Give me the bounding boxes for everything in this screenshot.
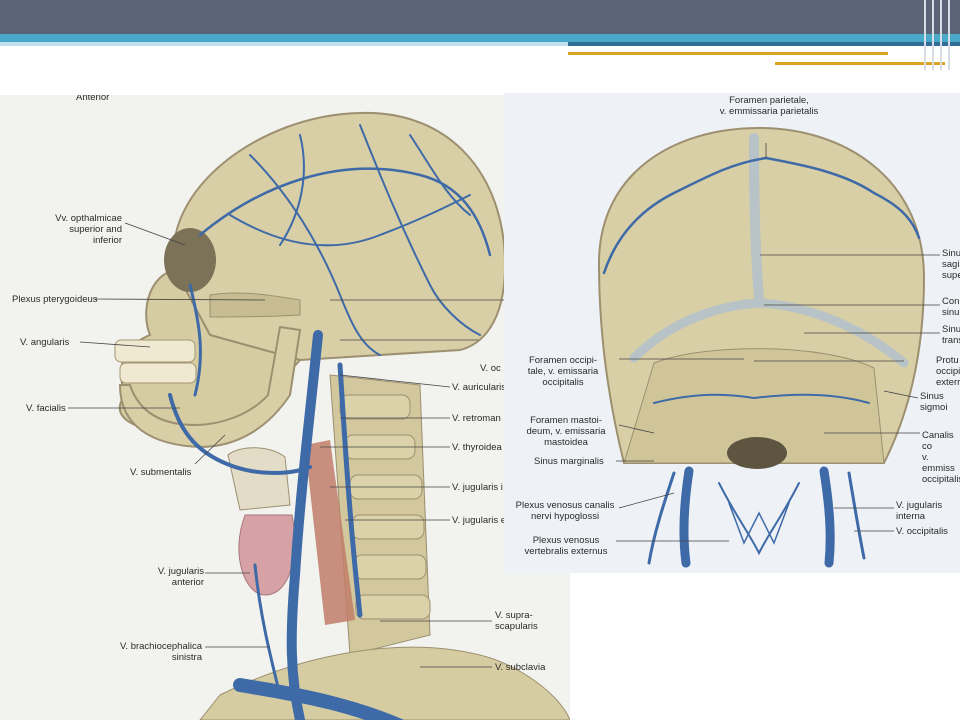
label-v-angularis: V. angularis <box>20 337 70 348</box>
header-stripe-blue <box>0 34 960 42</box>
veins <box>168 124 492 720</box>
header-stripe-gold-2 <box>775 62 945 65</box>
header-stripe-gold-1 <box>568 52 888 55</box>
label-sinus-sigmoideus: Sinus sigmoi <box>920 391 948 413</box>
label-sinus-marginalis: Sinus marginalis <box>534 456 604 467</box>
corner-label-anterior: Anterior <box>76 95 110 103</box>
label-v-occipitalis: V. oc <box>480 363 501 374</box>
label-foramen-parietale: Foramen parietale, v. emmissaria parieta… <box>719 95 819 117</box>
slide-header-bar <box>0 0 960 34</box>
label-canalis-condylaris: Canalis co v. emmiss occipitalis <box>922 430 960 485</box>
label-sinus-transversus: Sinus trans <box>942 324 960 346</box>
label-sinus-sagittalis: Sinus sagi supe <box>942 248 960 281</box>
label-v-facialis: V. facialis <box>26 403 66 414</box>
label-v-jugularis-externa: V. jugularis e <box>452 515 507 526</box>
lateral-head-neck-veins-figure: Anterior Vv. opthalmicae superior and in… <box>0 95 570 720</box>
label-protuberantia: Protu occipi exterr <box>936 355 960 388</box>
occipital-bone <box>623 348 885 464</box>
larynx <box>227 447 291 511</box>
label-v-submentalis: V. submentalis <box>130 467 192 478</box>
zygomatic-arch <box>209 292 301 318</box>
label-v-retromandibularis: V. retroman <box>452 413 501 424</box>
foramen-magnum <box>727 437 787 469</box>
header-stripe-light <box>0 42 570 46</box>
sternocleidomastoid-muscle <box>305 440 355 625</box>
label-plexus-vertebralis: Plexus venosus vertebralis externus <box>524 535 608 557</box>
lateral-skull-illustration <box>68 111 570 720</box>
label-v-auricularis: V. auricularis <box>452 382 507 393</box>
label-v-jugularis-interna-posterior: V. jugularis interna <box>896 500 943 522</box>
header-decor-lines <box>920 0 960 70</box>
label-v-brachiocephalica: V. brachiocephalica sinistra <box>119 641 202 663</box>
label-v-jugularis-interna: V. jugularis i <box>452 482 503 493</box>
label-v-occipitalis-posterior: V. occipitalis <box>896 526 948 537</box>
orbit <box>164 228 216 292</box>
label-v-thyroidea: V. thyroidea <box>452 442 502 453</box>
label-foramen-mastoideum: Foramen mastoi- deum, v. emissaria masto… <box>526 415 606 448</box>
label-plexus-canalis: Plexus venosus canalis nervi hypoglossi <box>515 500 615 522</box>
label-v-suprascapularis: V. supra- scapularis <box>495 610 538 632</box>
upper-teeth <box>114 339 196 363</box>
posterior-skull-illustration <box>597 126 940 568</box>
veins <box>602 156 921 568</box>
label-leader-lines <box>616 143 940 542</box>
cranium <box>172 111 507 362</box>
label-vv-opthalmicae: Vv. opthalmicae superior and inferior <box>55 213 122 246</box>
label-plexus-pterygoideus: Plexus pterygoideus <box>12 294 98 305</box>
thyroid-gland <box>238 514 296 596</box>
lower-teeth <box>119 362 197 384</box>
label-leader-lines <box>68 222 505 668</box>
posterior-skull-veins-figure: Foramen parietale, v. emmissaria parieta… <box>504 93 960 573</box>
label-confluens-sinuum: Con sinu <box>942 296 960 318</box>
label-foramen-occipitale: Foramen occipi- tale, v. emissaria occip… <box>527 355 599 388</box>
header-stripe-dark <box>568 42 960 46</box>
mandible <box>118 325 302 449</box>
label-v-jugularis-anterior: V. jugularis anterior <box>157 566 204 588</box>
dural-sinuses <box>629 133 909 368</box>
label-v-subclavia: V. subclavia <box>495 662 546 673</box>
